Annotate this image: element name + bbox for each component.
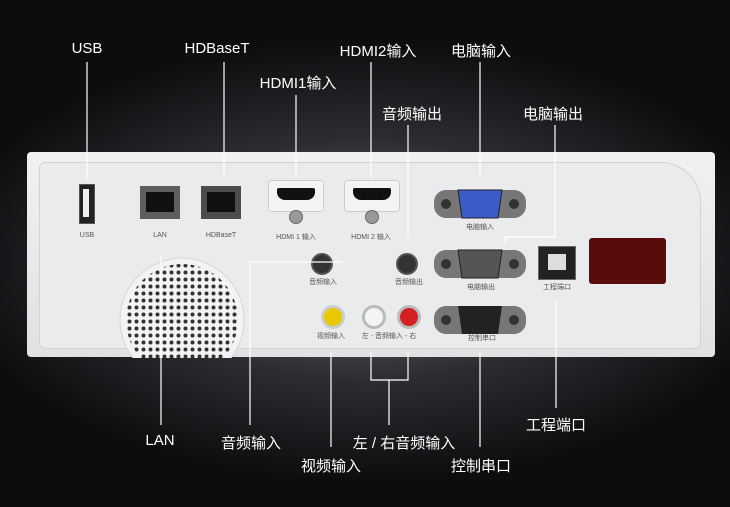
- panel-label-lan: LAN: [153, 232, 167, 239]
- panel-label-pc-in: 电脑输入: [466, 224, 494, 231]
- panel-label-audio-out: 音频输出: [395, 279, 423, 286]
- hdmi2-screw: [365, 210, 379, 224]
- callout-pc-out: 电脑输出: [522, 106, 584, 123]
- audio-in-jack[interactable]: [311, 253, 333, 275]
- panel-label-hdmi2: HDMI 2 输入: [351, 234, 391, 241]
- hdmi1-port[interactable]: [268, 180, 324, 212]
- callout-lr-audio-in: 左 / 右音频输入: [352, 435, 456, 452]
- audio-out-jack[interactable]: [396, 253, 418, 275]
- panel-label-usb: USB: [79, 232, 95, 239]
- callout-serial: 控制串口: [450, 458, 512, 475]
- panel-label-video-in: 视频输入: [317, 333, 345, 340]
- callout-usb: USB: [71, 40, 103, 57]
- callout-lan: LAN: [145, 432, 175, 449]
- vga-in-port[interactable]: [432, 186, 528, 222]
- hdmi1-screw: [289, 210, 303, 224]
- callout-video-in: 视频输入: [300, 458, 362, 475]
- panel-label-hdbaset: HDBaseT: [205, 232, 237, 239]
- service-usb-port[interactable]: [538, 246, 576, 280]
- lan-port[interactable]: [140, 186, 180, 219]
- panel-label-hdmi1: HDMI 1 输入: [276, 234, 316, 241]
- video-in-jack[interactable]: [321, 305, 345, 329]
- panel-label-serial: 控制串口: [468, 335, 496, 342]
- panel-label-lr-audio-in: 左 - 音频输入 - 右: [361, 333, 417, 340]
- hdbaset-port[interactable]: [201, 186, 241, 219]
- ir-receiver-window: [589, 238, 666, 284]
- callout-service-port: 工程端口: [525, 417, 587, 434]
- vga-out-port[interactable]: [432, 246, 528, 282]
- left-audio-jack[interactable]: [362, 305, 386, 329]
- hdmi2-port[interactable]: [344, 180, 400, 212]
- right-audio-jack[interactable]: [397, 305, 421, 329]
- panel-label-pc-out: 电脑输出: [467, 284, 495, 291]
- panel-label-service-port: 工程端口: [543, 284, 571, 291]
- serial-port[interactable]: [432, 302, 528, 338]
- panel-label-audio-in: 音频输入: [309, 279, 337, 286]
- callout-hdbaset: HDBaseT: [184, 40, 250, 57]
- callout-hdmi1: HDMI1输入: [259, 75, 337, 92]
- callout-audio-in: 音频输入: [220, 435, 282, 452]
- callout-audio-out: 音频输出: [381, 106, 443, 123]
- callout-pc-in: 电脑输入: [450, 43, 512, 60]
- speaker-grille: [119, 257, 245, 358]
- callout-hdmi2: HDMI2输入: [339, 43, 417, 60]
- usb-port[interactable]: [79, 184, 95, 224]
